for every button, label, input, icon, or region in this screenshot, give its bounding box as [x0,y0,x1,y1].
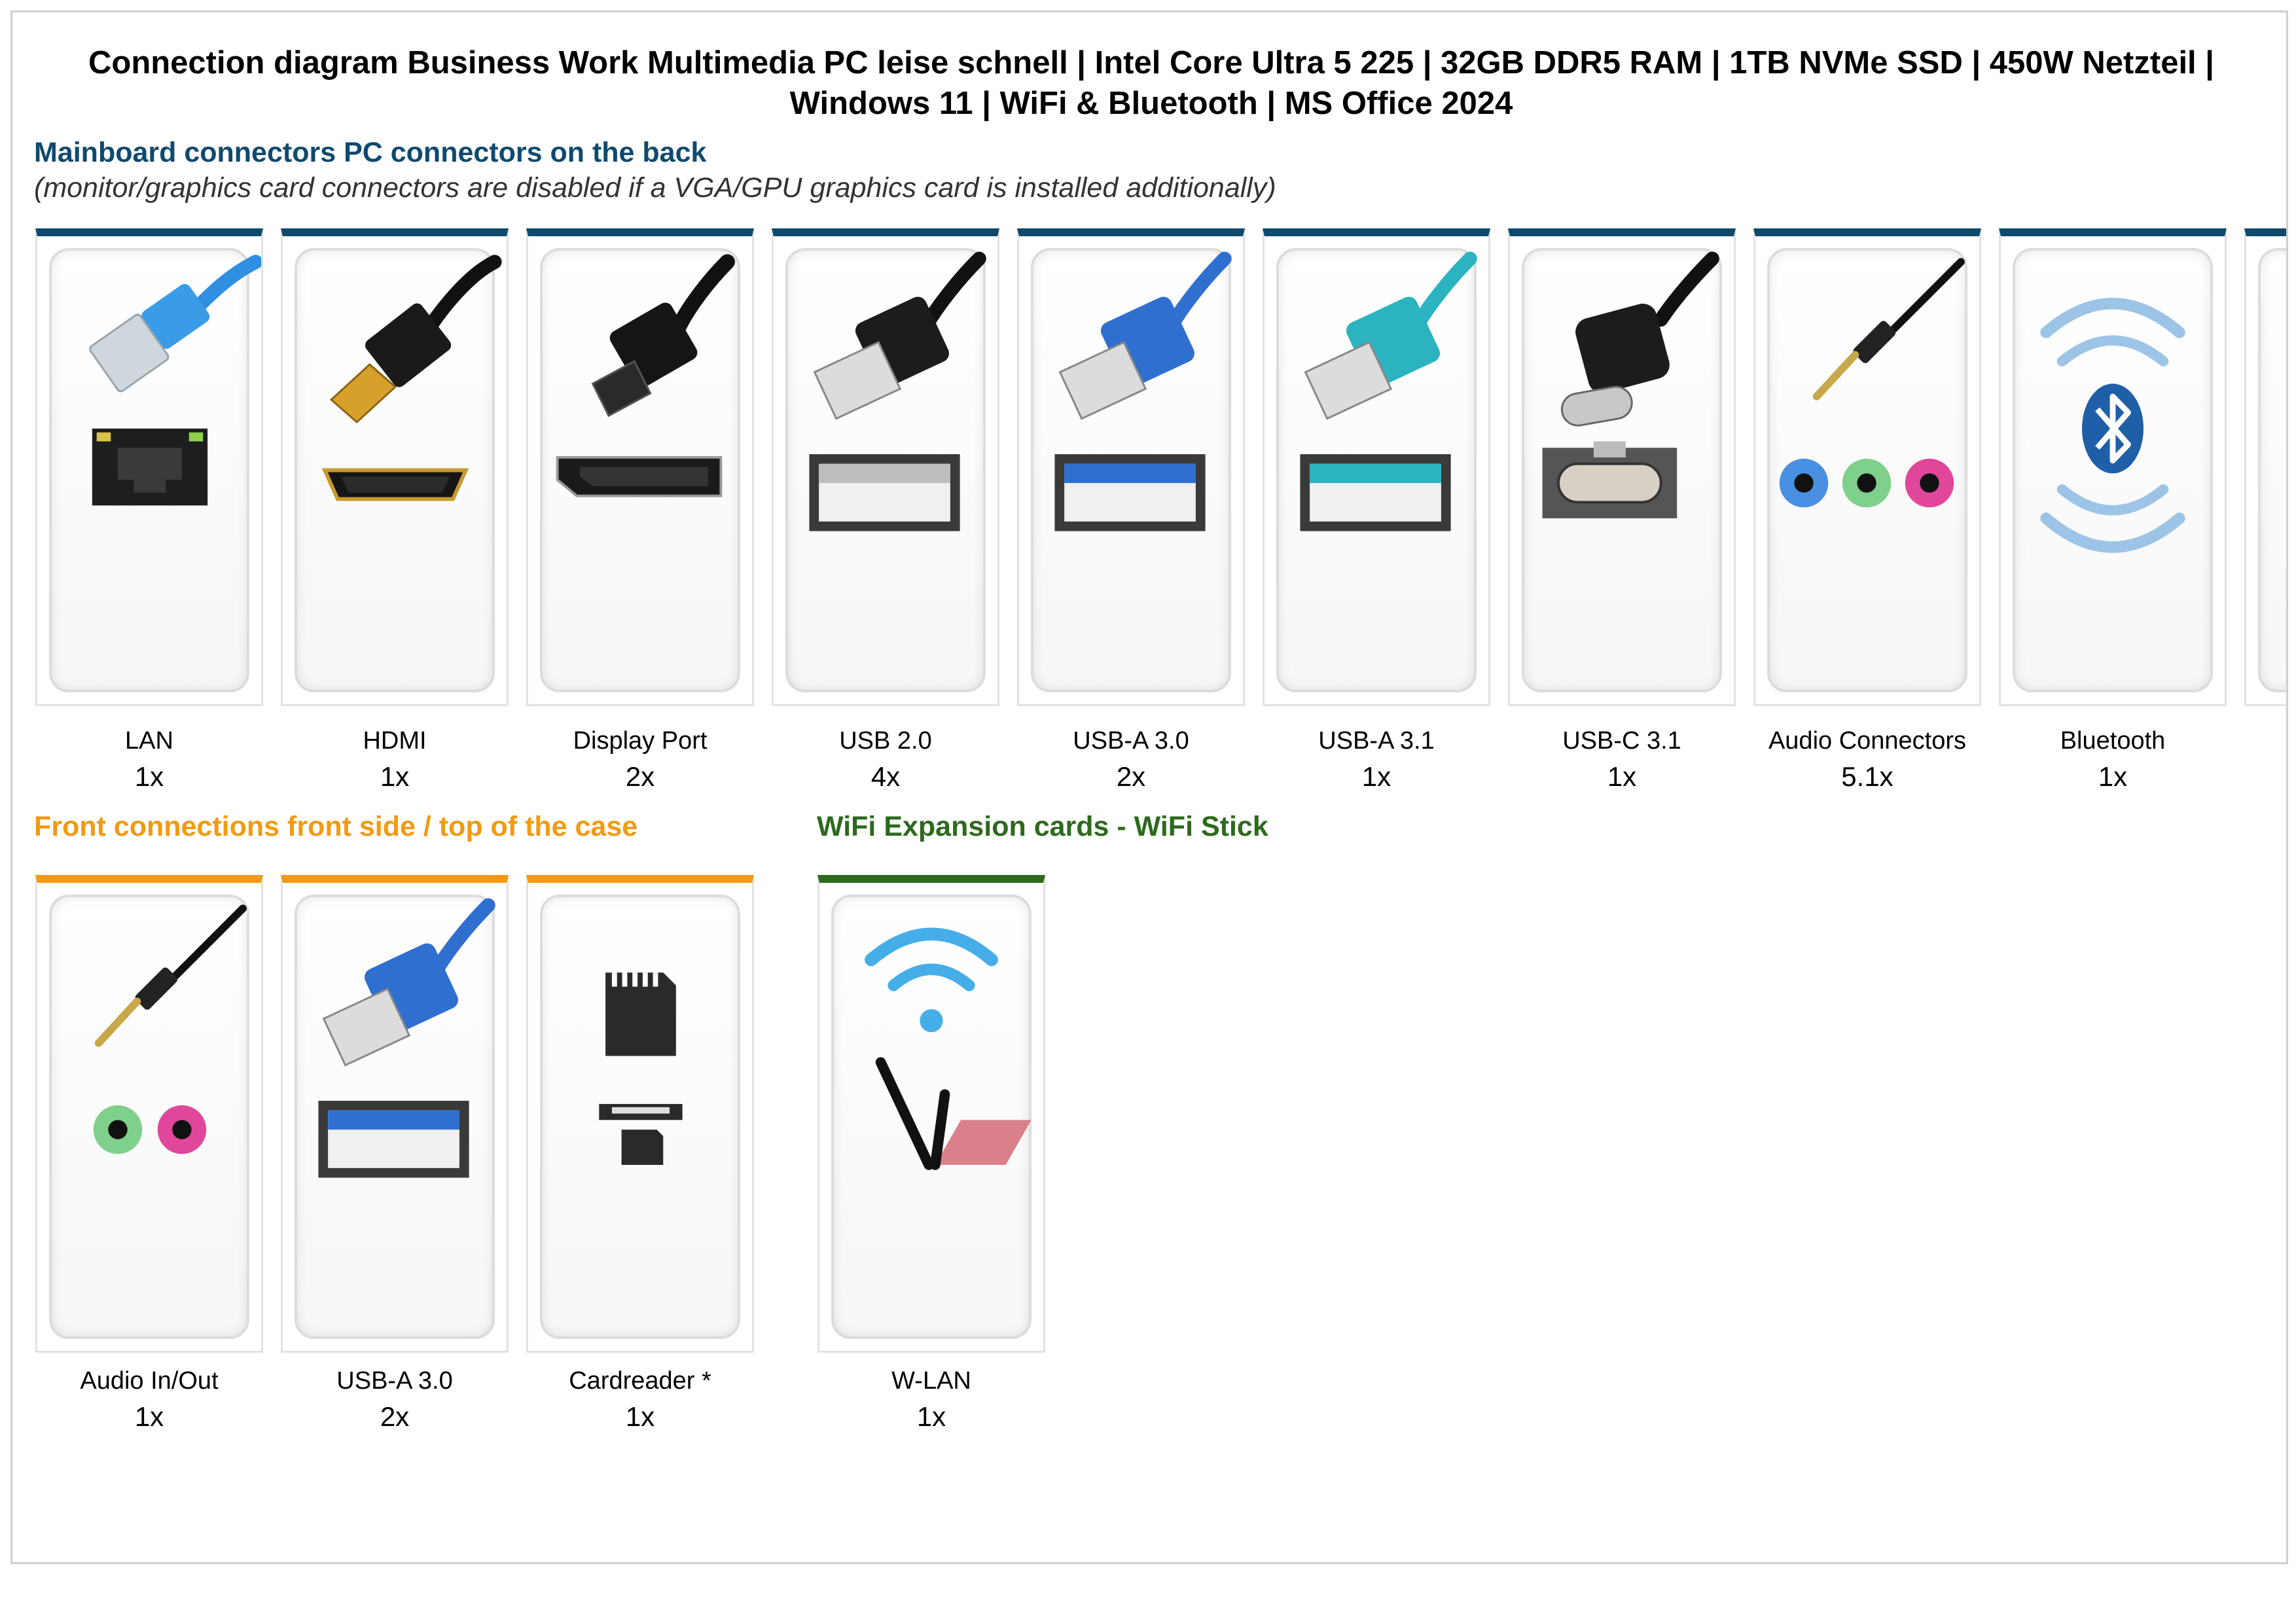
hdmi-icon [321,255,502,501]
wifi-section-heading: WiFi Expansion cards - WiFi Stick [817,811,1268,842]
count-usb-a-3-0: 2x [1116,761,1146,792]
displayport-icon [556,254,735,497]
count-wlan: 1x [916,1401,946,1432]
card-hdmi [281,228,509,706]
card-bluetooth [1999,228,2227,706]
bluetooth-icon [2040,298,2185,553]
card-audio-connectors [1753,228,1981,706]
label-usb-c: USB-C 3.1 [1562,727,1681,755]
page-title: Connection diagram Business Work Multime… [12,43,2286,124]
label-bluetooth: Bluetooth [2060,727,2166,755]
card-partial [2244,228,2286,706]
label-usb-2: USB 2.0 [839,727,932,755]
title-line-2: Windows 11 | WiFi & Bluetooth | MS Offic… [789,86,1513,121]
card-usb-a-3-0 [1017,228,1245,706]
card-usb-a-3-1 [1263,228,1490,706]
count-bluetooth: 1x [2098,761,2128,792]
label-cardreader: Cardreader * [569,1367,711,1395]
label-usb-a-3-1: USB-A 3.1 [1318,727,1435,755]
card-displayport [526,228,754,706]
card-wlan [817,875,1045,1353]
count-usb-2: 4x [870,761,901,792]
count-lan: 1x [134,761,164,792]
page-frame: Connection diagram Business Work Multime… [10,10,2288,1564]
label-wlan: W-LAN [891,1367,971,1395]
sd-card-icon [599,972,683,1165]
label-front-usb-a-3-0: USB-A 3.0 [336,1367,453,1395]
count-audio-connectors: 5.1x [1841,761,1893,792]
usb-2-icon [809,251,986,531]
card-front-audio [35,875,263,1353]
count-usb-c: 1x [1607,761,1637,792]
label-front-audio: Audio In/Out [80,1367,219,1395]
usb-a-3-0-icon [1054,251,1232,531]
count-front-audio: 1x [134,1401,164,1432]
label-audio-connectors: Audio Connectors [1768,727,1967,755]
count-cardreader: 1x [625,1401,655,1432]
usb-c-icon [1542,251,1719,518]
usb-a-3-1-icon [1300,251,1477,531]
count-displayport: 2x [625,761,655,792]
lan-icon [89,255,261,506]
label-hdmi: HDMI [363,727,427,755]
card-usb-c [1508,228,1736,706]
label-lan: LAN [125,727,173,755]
audio-jack-icon [1779,258,1965,508]
back-section-note: (monitor/graphics card connectors are di… [34,172,1276,204]
card-usb-2 [772,228,999,706]
label-usb-a-3-0: USB-A 3.0 [1073,727,1189,755]
back-section-heading: Mainboard connectors PC connectors on th… [34,137,707,168]
card-cardreader [526,875,754,1353]
front-section-heading: Front connections front side / top of th… [34,811,638,842]
card-front-usb-a-3-0 [281,875,509,1353]
audio-jack-icon [93,904,247,1154]
usb-a-3-0-icon [318,898,495,1178]
card-lan [35,228,263,706]
count-usb-a-3-1: 1x [1361,761,1391,792]
title-line-1: Connection diagram Business Work Multime… [88,45,2214,80]
count-hdmi: 1x [380,761,410,792]
wifi-antenna-icon [865,927,1031,1170]
label-displayport: Display Port [573,727,708,755]
count-front-usb-a-3-0: 2x [380,1401,410,1432]
